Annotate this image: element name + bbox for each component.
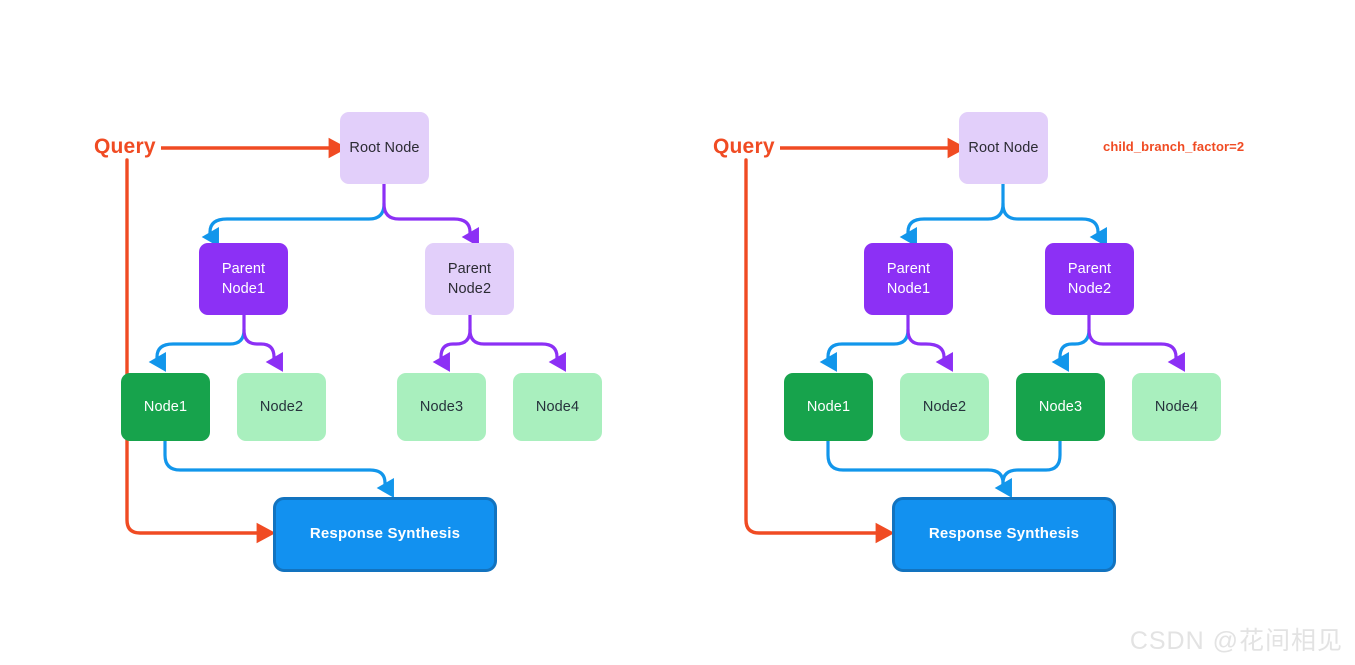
root-node-left[interactable]: Root Node [340, 112, 429, 184]
query-label-right: Query [713, 135, 775, 158]
arrow-parent1-to-node2 [906, 328, 953, 372]
arrow-root-to-parent2 [382, 202, 479, 247]
parent-node1-right[interactable]: Parent Node1 [864, 243, 953, 315]
arrow-parent2-to-node4 [468, 328, 566, 372]
arrow-root-to-parent1 [201, 202, 386, 247]
leaf-node1-left[interactable]: Node1 [121, 373, 210, 441]
watermark: CSDN @花间相见 [1129, 627, 1343, 655]
arrow-parent1-to-node1 [819, 328, 910, 372]
arrow-parent1-to-node2 [242, 328, 283, 372]
arrow-parent2-to-node3 [1051, 328, 1091, 372]
leaf-node4-right[interactable]: Node4 [1132, 373, 1221, 441]
parent-node2-right[interactable]: Parent Node2 [1045, 243, 1134, 315]
diagram-without-branch-factor: Query Root Node Parent Node1 Parent Node… [60, 0, 720, 665]
leaf-node4-left[interactable]: Node4 [513, 373, 602, 441]
response-synthesis-left[interactable]: Response Synthesis [273, 497, 497, 572]
arrow-parent2-to-node4 [1087, 328, 1185, 372]
leaf-node2-right[interactable]: Node2 [900, 373, 989, 441]
child-branch-factor-label: child_branch_factor=2 [1103, 139, 1245, 154]
arrow-parent2-to-node3 [432, 328, 472, 372]
parent-node2-left[interactable]: Parent Node2 [425, 243, 514, 315]
arrow-node3-to-synthesis [1001, 439, 1062, 489]
diagram-with-branch-factor: Query child_branch_factor=2 Root Node Pa… [680, 0, 1340, 665]
arrow-query-to-synthesis [744, 158, 895, 544]
parent-node1-left[interactable]: Parent Node1 [199, 243, 288, 315]
arrow-node1-to-synthesis [826, 439, 1012, 498]
arrow-parent1-to-node1 [148, 328, 246, 372]
response-synthesis-right[interactable]: Response Synthesis [892, 497, 1116, 572]
query-label-left: Query [94, 135, 156, 158]
arrow-node1-to-synthesis [163, 439, 394, 498]
arrow-root-to-parent1 [899, 202, 1005, 247]
leaf-node3-right[interactable]: Node3 [1016, 373, 1105, 441]
leaf-node2-left[interactable]: Node2 [237, 373, 326, 441]
leaf-node1-right[interactable]: Node1 [784, 373, 873, 441]
root-node-right[interactable]: Root Node [959, 112, 1048, 184]
arrow-query-to-synthesis [125, 158, 276, 544]
leaf-node3-left[interactable]: Node3 [397, 373, 486, 441]
arrow-root-to-parent2 [1001, 202, 1107, 247]
